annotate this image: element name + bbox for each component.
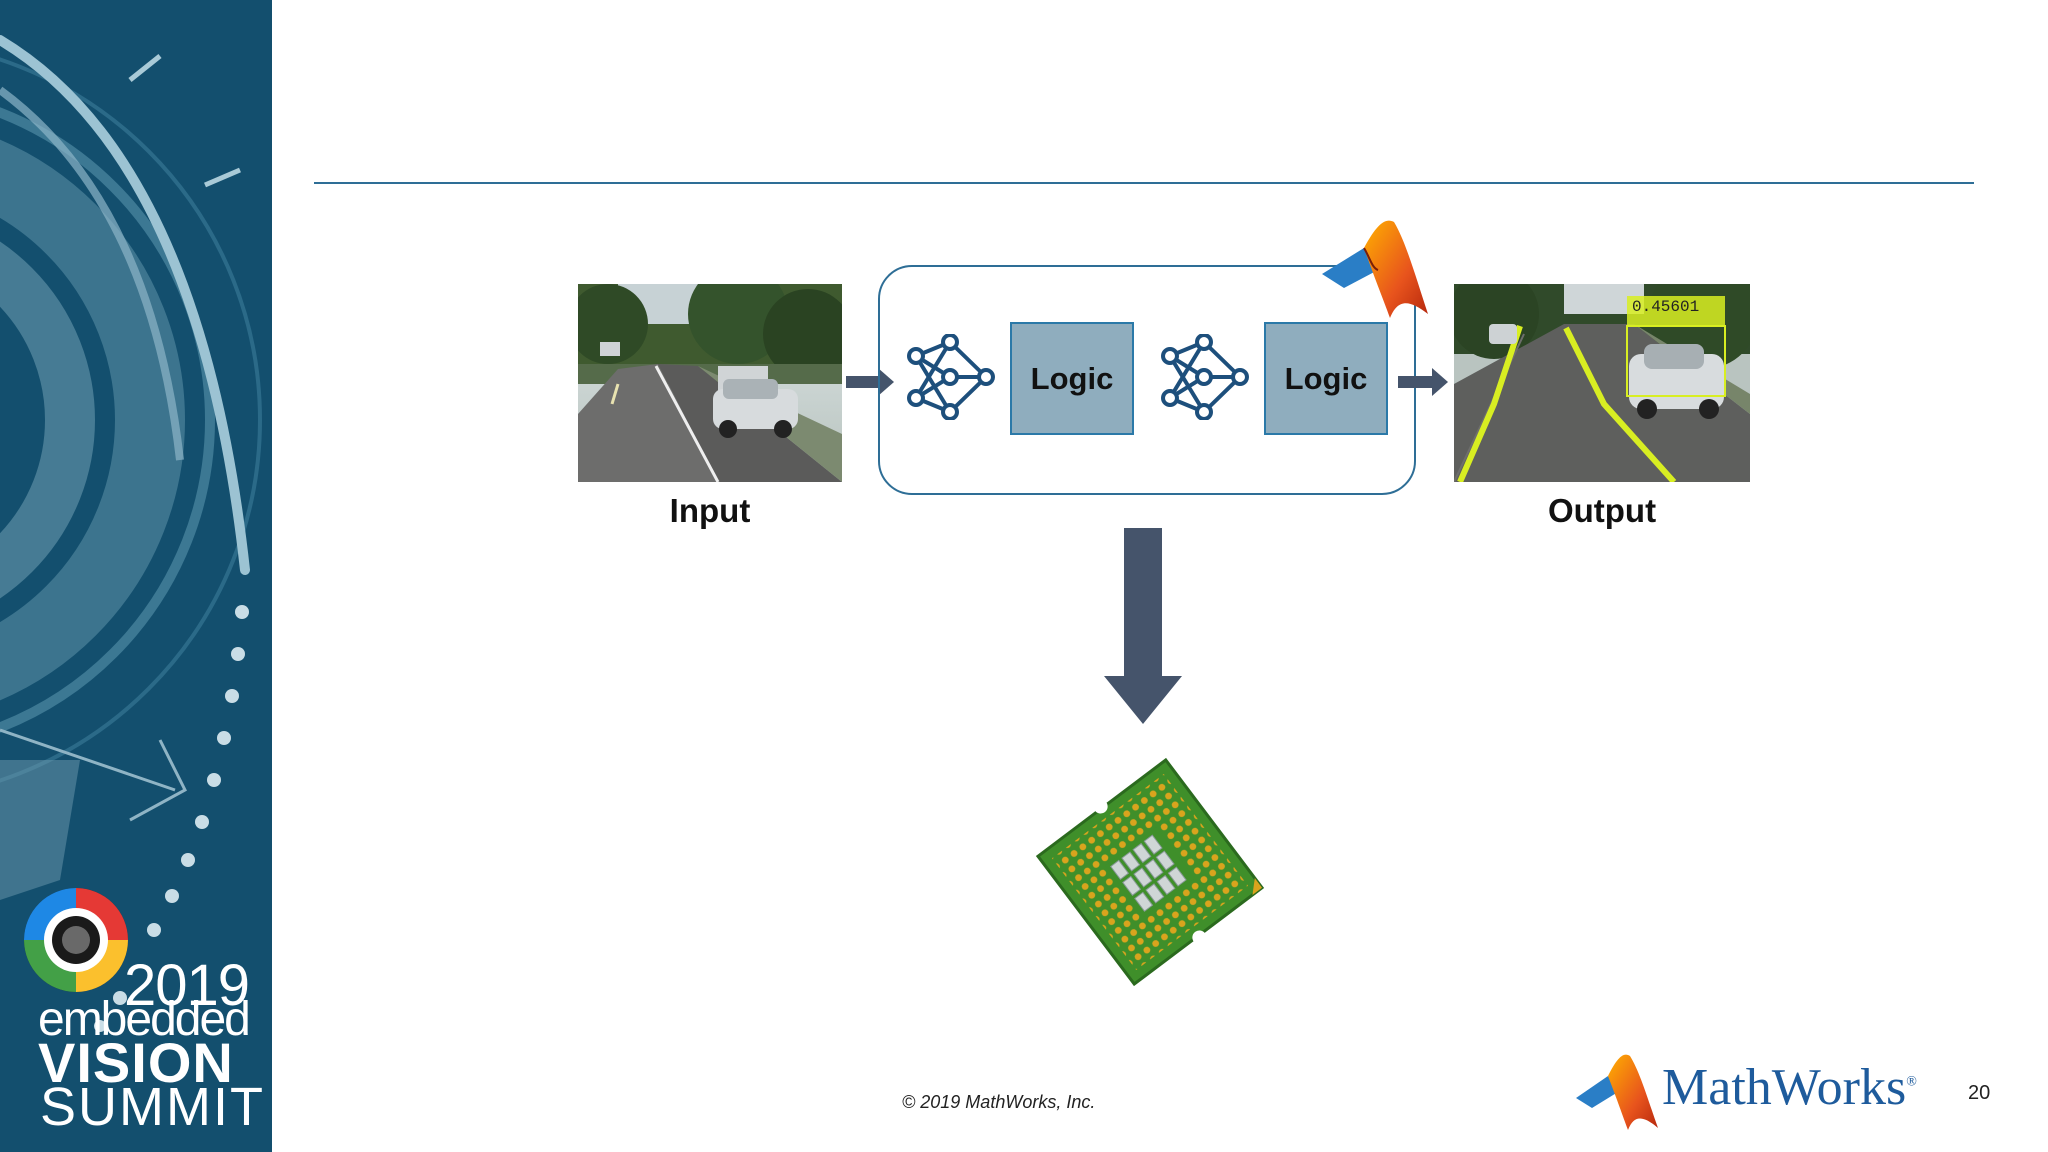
event-name-embedded: embedded	[38, 993, 251, 1046]
mathworks-wordmark: MathWorks®	[1662, 1059, 1917, 1116]
output-image: 0.45601	[1454, 284, 1750, 482]
neural-network-icon	[907, 334, 995, 420]
event-name-summit: SUMMIT	[40, 1077, 265, 1137]
event-logo-mark	[24, 888, 128, 992]
event-year: 2019	[124, 953, 250, 1018]
mathworks-logo-icon	[1576, 1054, 1658, 1130]
arrow-right-icon	[1398, 368, 1448, 396]
matlab-logo-icon	[1322, 220, 1428, 318]
logic-block-1: Logic	[1010, 322, 1134, 435]
page-number: 20	[1968, 1082, 1991, 1104]
processor-chip-icon	[1035, 757, 1265, 987]
neural-network-icon	[1161, 334, 1249, 420]
title-divider	[314, 182, 1974, 184]
arrow-right-icon	[846, 368, 894, 396]
event-name-vision: VISION	[38, 1031, 234, 1094]
input-image	[578, 284, 842, 482]
input-label: Input	[669, 492, 751, 529]
event-sidebar: 2019 embedded VISION SUMMIT	[0, 0, 272, 1152]
sidebar-graphic	[0, 35, 262, 1032]
arrow-down-icon	[1104, 528, 1182, 724]
logic-block-2: Logic	[1264, 322, 1388, 435]
output-label: Output	[1547, 492, 1657, 529]
copyright-text: © 2019 MathWorks, Inc.	[902, 1092, 1096, 1112]
detection-score-label: 0.45601	[1632, 298, 1700, 316]
